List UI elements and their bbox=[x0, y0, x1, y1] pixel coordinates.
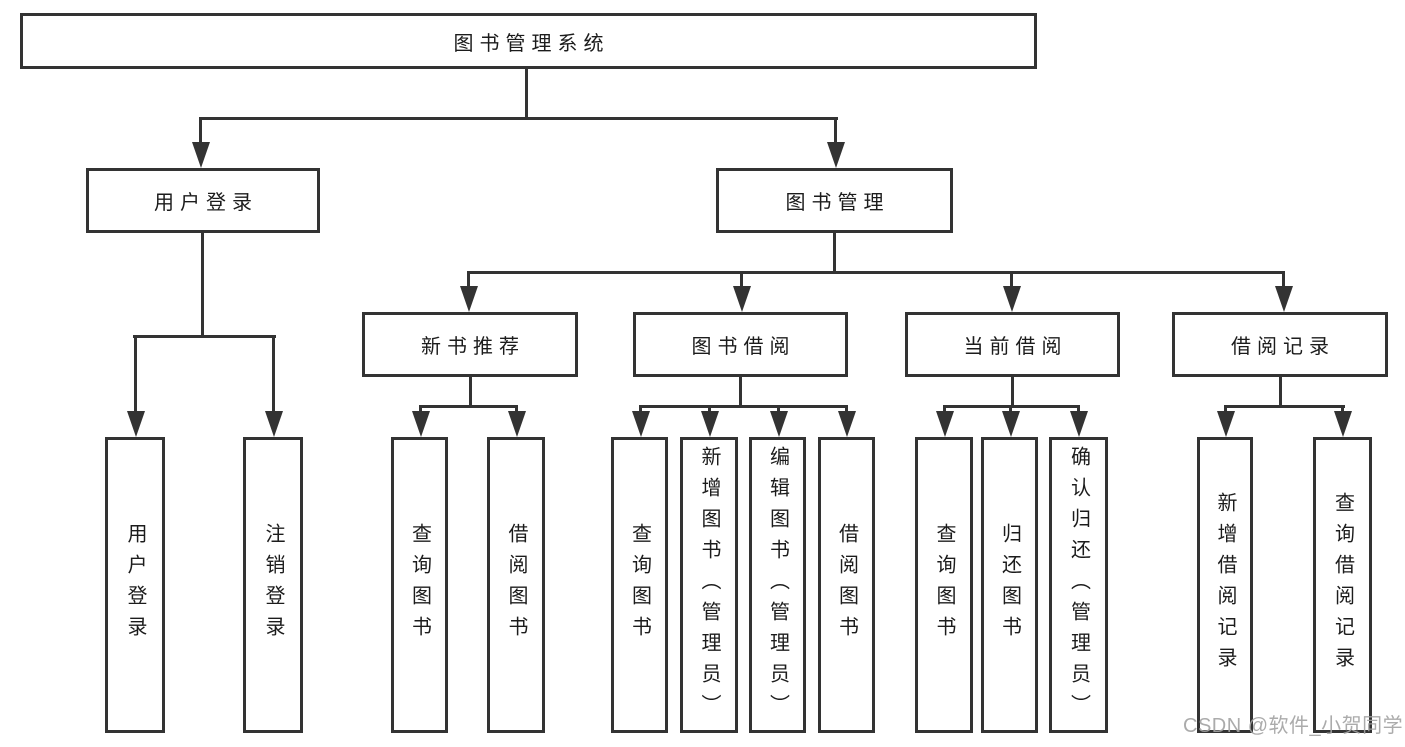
node-current-borrow: 当前借阅 bbox=[905, 312, 1120, 377]
node-cb-confirm-return: 确认归还（管理员） bbox=[1049, 437, 1108, 733]
node-book-mgmt: 图书管理 bbox=[716, 168, 953, 233]
node-bb-edit-books: 编辑图书（管理员） bbox=[749, 437, 806, 733]
node-borrow-records-label: 借阅记录 bbox=[1231, 336, 1335, 358]
node-br-add-record-label: 新增借阅记录 bbox=[1214, 492, 1236, 678]
arrow-to-login bbox=[126, 336, 145, 437]
node-nb-query-books: 查询图书 bbox=[391, 437, 448, 733]
arrow-to-current bbox=[1002, 272, 1021, 312]
arrow-to-book-mgmt bbox=[826, 118, 845, 168]
edge-records-stem bbox=[1279, 374, 1282, 408]
node-cb-query-books: 查询图书 bbox=[915, 437, 973, 733]
arrow-to-logout bbox=[264, 336, 283, 437]
node-logout: 注销登录 bbox=[243, 437, 303, 733]
node-br-add-record: 新增借阅记录 bbox=[1197, 437, 1253, 733]
node-nb-query-books-label: 查询图书 bbox=[408, 523, 431, 647]
node-br-query-record-label: 查询借阅记录 bbox=[1331, 492, 1354, 678]
node-bb-borrow-books: 借阅图书 bbox=[818, 437, 875, 733]
node-cb-query-books-label: 查询图书 bbox=[933, 523, 955, 647]
node-nb-borrow-books: 借阅图书 bbox=[487, 437, 545, 733]
node-cb-return-books: 归还图书 bbox=[981, 437, 1038, 733]
node-cb-confirm-return-label: 确认归还（管理员） bbox=[1067, 445, 1090, 725]
edge-new-books-bar bbox=[419, 405, 518, 408]
watermark: CSDN @软件_小贺同学 bbox=[1183, 715, 1404, 737]
edge-records-bar bbox=[1224, 405, 1345, 408]
arrow-to-borrowing bbox=[732, 272, 751, 312]
node-bb-query-books-label: 查询图书 bbox=[628, 523, 651, 647]
arrow-to-bb-edit bbox=[769, 406, 788, 437]
arrow-to-user-login bbox=[191, 118, 210, 168]
arrow-to-records bbox=[1274, 272, 1293, 312]
edge-root-bar bbox=[199, 117, 838, 120]
node-user-login-label: 用户登录 bbox=[154, 192, 258, 214]
node-bb-borrow-books-label: 借阅图书 bbox=[835, 523, 858, 647]
arrow-to-br-add bbox=[1216, 406, 1235, 437]
node-bb-edit-books-label: 编辑图书（管理员） bbox=[766, 445, 789, 725]
edge-new-books-stem bbox=[469, 374, 472, 408]
arrow-to-nb-borrow bbox=[507, 406, 526, 437]
node-new-books-label: 新书推荐 bbox=[421, 336, 525, 358]
node-root: 图书管理系统 bbox=[20, 13, 1037, 69]
node-user-login: 用户登录 bbox=[86, 168, 320, 233]
edge-borrowing-bar bbox=[639, 405, 848, 408]
node-bb-add-books: 新增图书（管理员） bbox=[680, 437, 738, 733]
node-nb-borrow-books-label: 借阅图书 bbox=[505, 523, 527, 647]
arrow-to-cb-confirm bbox=[1069, 406, 1088, 437]
node-root-label: 图书管理系统 bbox=[453, 32, 610, 55]
arrow-to-bb-borrow bbox=[837, 406, 856, 437]
edge-book-mgmt-bar bbox=[467, 271, 1285, 274]
arrow-to-cb-query bbox=[935, 406, 954, 437]
edge-book-mgmt-stem bbox=[833, 230, 836, 274]
node-new-books: 新书推荐 bbox=[362, 312, 578, 377]
arrow-to-cb-return bbox=[1001, 406, 1020, 437]
node-bb-add-books-label: 新增图书（管理员） bbox=[698, 445, 720, 725]
node-current-borrow-label: 当前借阅 bbox=[963, 336, 1068, 358]
edge-borrowing-stem bbox=[739, 374, 742, 408]
node-br-query-record: 查询借阅记录 bbox=[1313, 437, 1372, 733]
edge-root-stem bbox=[525, 66, 528, 120]
arrow-to-bb-query bbox=[631, 406, 650, 437]
node-book-mgmt-label: 图书管理 bbox=[785, 192, 890, 214]
node-logout-label: 注销登录 bbox=[262, 523, 284, 647]
node-login-label: 用户登录 bbox=[124, 523, 146, 647]
edge-user-login-stem bbox=[201, 230, 204, 338]
node-bb-query-books: 查询图书 bbox=[611, 437, 668, 733]
arrow-to-br-query bbox=[1333, 406, 1352, 437]
node-cb-return-books-label: 归还图书 bbox=[998, 523, 1021, 647]
arrow-to-new-books bbox=[459, 272, 478, 312]
edge-current-stem bbox=[1011, 374, 1014, 408]
node-borrowing-label: 图书借阅 bbox=[691, 336, 796, 358]
node-login: 用户登录 bbox=[105, 437, 165, 733]
node-borrow-records: 借阅记录 bbox=[1172, 312, 1388, 377]
arrow-to-nb-query bbox=[411, 406, 430, 437]
node-borrowing: 图书借阅 bbox=[633, 312, 848, 377]
arrow-to-bb-add bbox=[700, 406, 719, 437]
edge-user-login-bar bbox=[133, 335, 276, 338]
